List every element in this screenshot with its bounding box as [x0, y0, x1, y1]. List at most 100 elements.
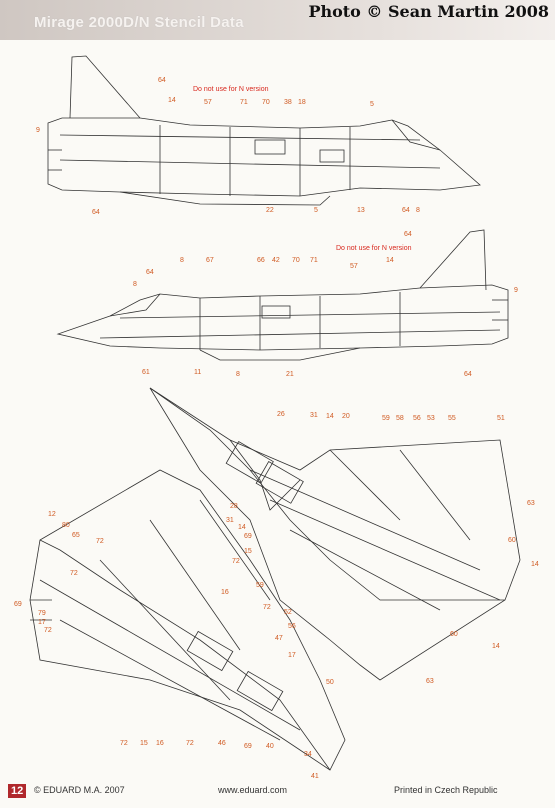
callout-label: 60: [450, 631, 458, 638]
printed-in-text: Printed in Czech Republic: [394, 785, 498, 795]
callout-label: 22: [266, 207, 274, 214]
callout-label: 71: [310, 257, 318, 264]
callout-label: 16: [221, 589, 229, 596]
callout-label: 34: [304, 751, 312, 758]
callout-label: 55: [448, 415, 456, 422]
callout-label: 67: [206, 257, 214, 264]
callout-label: 64: [464, 371, 472, 378]
callout-label: 14: [386, 257, 394, 264]
callout-label: 47: [275, 635, 283, 642]
callout-label: 14: [492, 643, 500, 650]
callout-label: 72: [186, 740, 194, 747]
callout-label: 42: [272, 257, 280, 264]
callout-label: 16: [156, 740, 164, 747]
callout-label: 5: [314, 207, 318, 214]
callout-label: 26: [277, 411, 285, 418]
page-footer: 12 © EDUARD M.A. 2007 www.eduard.com Pri…: [0, 780, 555, 804]
callout-label: 72: [44, 627, 52, 634]
callout-label: 80: [62, 522, 70, 529]
callout-label: 9: [514, 287, 518, 294]
callout-label: 66: [257, 257, 265, 264]
callout-label: 52: [284, 609, 292, 616]
callout-label: 72: [70, 570, 78, 577]
callout-label: 69: [244, 533, 252, 540]
website-link[interactable]: www.eduard.com: [218, 785, 288, 795]
callout-label: 70: [292, 257, 300, 264]
bottom-view-aircraft: [29, 469, 346, 771]
callout-label: 57: [350, 263, 358, 270]
callout-label: 59: [256, 582, 264, 589]
callout-label: 64: [92, 209, 100, 216]
callout-label: 69: [244, 743, 252, 750]
header-band: Mirage 2000D/N Stencil Data: [0, 0, 555, 40]
callout-label: 59: [382, 415, 390, 422]
callout-label: 21: [286, 371, 294, 378]
side-view-1-aircraft: [47, 55, 481, 206]
callout-label: 11: [194, 369, 201, 376]
callout-label: 12: [48, 511, 56, 518]
callout-label: 5: [370, 101, 374, 108]
callout-label: 31: [226, 517, 234, 524]
version-note: Do not use for N version: [336, 245, 412, 252]
callout-label: 8: [236, 371, 240, 378]
callout-label: 65: [72, 532, 80, 539]
callout-label: 64: [404, 231, 412, 238]
callout-label: 38: [284, 99, 292, 106]
callout-label: 79: [38, 610, 46, 617]
callout-label: 63: [527, 500, 535, 507]
callout-label: 31: [310, 412, 318, 419]
callout-label: 64: [402, 207, 410, 214]
callout-label: 9: [36, 127, 40, 134]
callout-label: 18: [298, 99, 306, 106]
bottom-view-callouts: 12 80 65 72 72 69 79 17 72 72 16 72 47 1…: [14, 511, 319, 780]
callout-label: 51: [497, 415, 505, 422]
side-view-1-callouts: 64 14 Do not use for N version 57 71 70 …: [36, 77, 420, 216]
callout-label: 20: [342, 413, 350, 420]
top-view-callouts: 26 31 14 20 59 58 56 53 55 51 28 31 14 6…: [226, 411, 539, 686]
page-title: Mirage 2000D/N Stencil Data: [34, 14, 244, 31]
callout-label: 60: [508, 537, 516, 544]
callout-label: 57: [204, 99, 212, 106]
callout-label: 56: [288, 623, 296, 630]
callout-label: 72: [96, 538, 104, 545]
callout-label: 28: [230, 503, 238, 510]
version-note: Do not use for N version: [193, 86, 269, 93]
callout-label: 8: [180, 257, 184, 264]
callout-label: 56: [413, 415, 421, 422]
page-number: 12: [8, 784, 27, 798]
callout-label: 41: [311, 773, 319, 780]
callout-label: 58: [396, 415, 404, 422]
callout-label: 14: [168, 97, 176, 104]
side-view-2-aircraft: [56, 229, 509, 361]
callout-label: 17: [38, 619, 46, 626]
side-view-2-callouts: 64 42 70 71 Do not use for N version 57 …: [133, 231, 518, 378]
callout-label: 46: [218, 740, 226, 747]
callout-label: 14: [326, 413, 334, 420]
callout-label: 14: [531, 561, 539, 568]
callout-label: 61: [142, 369, 150, 376]
callout-label: 15: [244, 548, 252, 555]
callout-label: 50: [326, 679, 334, 686]
callout-label: 13: [357, 207, 365, 214]
callout-label: 72: [232, 558, 240, 565]
callout-label: 64: [158, 77, 166, 84]
callout-label: 70: [262, 99, 270, 106]
callout-label: 72: [263, 604, 271, 611]
callout-label: 72: [120, 740, 128, 747]
photo-credit: Photo © Sean Martin 2008: [308, 2, 549, 21]
callout-label: 53: [427, 415, 435, 422]
callout-label: 8: [133, 281, 137, 288]
callout-label: 69: [14, 601, 22, 608]
callout-label: 15: [140, 740, 148, 747]
copyright-text: © EDUARD M.A. 2007: [34, 785, 125, 795]
callout-label: 8: [416, 207, 420, 214]
callout-label: 63: [426, 678, 434, 685]
callout-label: 17: [288, 652, 296, 659]
aircraft-drawings: 64 14 Do not use for N version 57 71 70 …: [14, 55, 539, 780]
callout-label: 40: [266, 743, 274, 750]
callout-label: 71: [240, 99, 248, 106]
callout-label: 14: [238, 524, 246, 531]
top-view-aircraft: [149, 387, 521, 681]
callout-label: 64: [146, 269, 154, 276]
